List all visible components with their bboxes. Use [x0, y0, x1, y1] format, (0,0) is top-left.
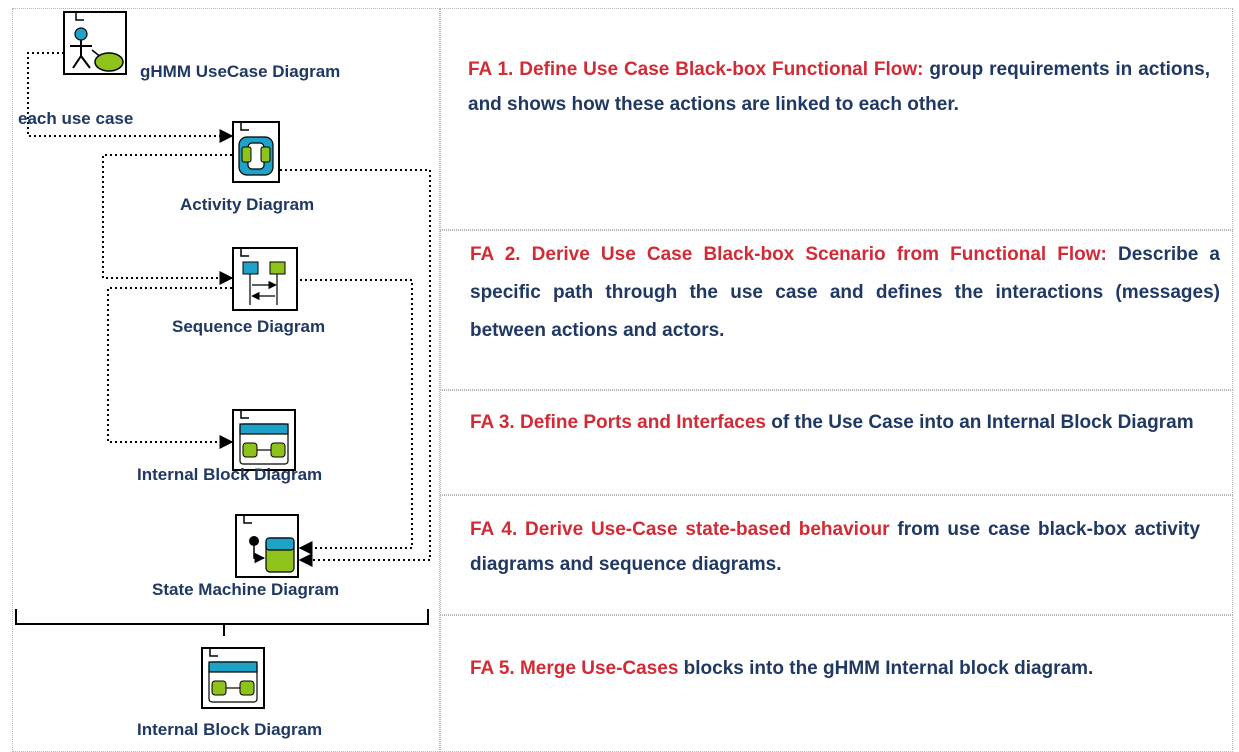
process-flow-diagram: [15, 11, 431, 709]
step-fa3-body: of the Use Case into an Internal Block D…: [766, 412, 1194, 433]
connector-sequence-to-ibd: [107, 287, 234, 449]
step-fa4-title: FA 4. Derive Use-Case state-based behavi…: [470, 519, 890, 540]
activity-icon: [232, 121, 280, 183]
step-fa2: FA 2. Derive Use Case Black-box Scenario…: [470, 236, 1220, 350]
step-fa5-body: blocks into the gHMM Internal block diag…: [678, 658, 1094, 679]
step-fa3-border: [440, 390, 1233, 495]
label-internal-block-diagram: Internal Block Diagram: [137, 465, 323, 484]
connector-sequence-to-state: [298, 279, 413, 555]
step-fa1-border: [440, 8, 1233, 230]
step-fa3-title: FA 3. Define Ports and Interfaces: [470, 412, 766, 433]
step-fa3: FA 3. Define Ports and Interfaces of the…: [470, 405, 1220, 440]
step-fa2-border: [440, 230, 1233, 390]
step-fa1: FA 1. Define Use Case Black-box Function…: [468, 52, 1210, 122]
step-fa5-title: FA 5. Merge Use-Cases: [470, 658, 679, 679]
step-fa1-title: FA 1. Define Use Case Black-box Function…: [468, 59, 924, 80]
step-fa4-border: [440, 495, 1233, 615]
state-machine-icon: [235, 514, 299, 578]
step-fa2-title: FA 2. Derive Use Case Black-box Scenario…: [470, 244, 1107, 265]
label-sequence-diagram: Sequence Diagram: [172, 317, 326, 336]
connector-usecase-to-activity: [27, 52, 234, 143]
connector-activity-to-sequence: [102, 154, 234, 285]
usecase-icon: [63, 11, 127, 75]
step-fa4-body: from use case black-box activity diagram…: [470, 519, 1201, 576]
label-state-machine-diagram: State Machine Diagram: [152, 580, 340, 599]
step-fa4: FA 4. Derive Use-Case state-based behavi…: [470, 512, 1200, 582]
step-fa1-body: group requirements in actions, and shows…: [468, 59, 1210, 116]
label-activity-diagram: Activity Diagram: [180, 195, 315, 214]
label-internal-block-diagram-final: Internal Block Diagram: [137, 720, 323, 739]
internal-block-icon: [232, 409, 296, 471]
internal-block-icon-final: [201, 647, 265, 709]
connector-activity-to-state: [270, 169, 431, 567]
label-usecase-diagram: gHMM UseCase Diagram: [140, 62, 341, 81]
step-fa2-body: Describe a specific path through the use…: [470, 244, 1220, 341]
merge-brace: [15, 609, 429, 636]
step-fa5: FA 5. Merge Use-Cases blocks into the gH…: [470, 650, 1198, 687]
label-each-use-case: each use case: [18, 109, 134, 128]
sequence-icon: [232, 247, 298, 311]
